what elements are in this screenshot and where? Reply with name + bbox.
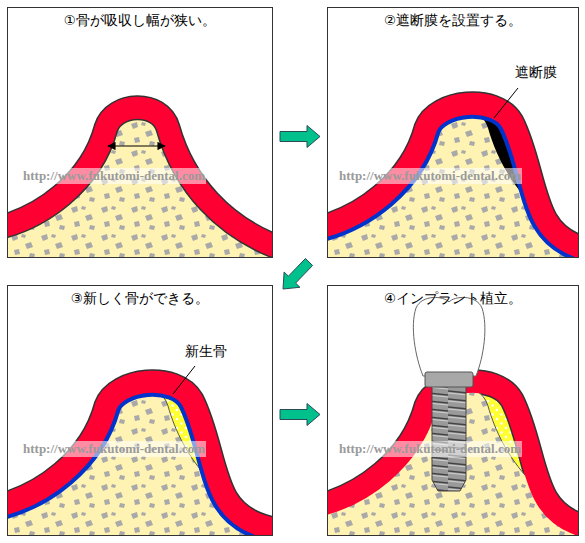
implant-illustration <box>328 286 578 535</box>
step-arrow <box>283 259 313 289</box>
step-caption: ④インプラント植立。 <box>328 286 578 306</box>
watermark: http://www.fukutomi-dental.com <box>338 168 522 184</box>
ridge-illustration <box>8 8 272 257</box>
membrane-illustration <box>328 8 578 257</box>
part-label: 遮断膜 <box>513 64 559 82</box>
step-arrow <box>280 126 320 148</box>
step-caption: ①骨が吸収し幅が狭い。 <box>8 8 272 28</box>
step-panel: ①骨が吸収し幅が狭い。 <box>7 7 273 258</box>
watermark: http://www.fukutomi-dental.com <box>22 441 206 457</box>
step-caption: ③新しく骨ができる。 <box>8 286 272 306</box>
step-panel: ④インプラント植立。 <box>327 285 579 536</box>
watermark: http://www.fukutomi-dental.com <box>22 168 206 184</box>
watermark: http://www.fukutomi-dental.com <box>338 441 522 457</box>
step-caption: ②遮断膜を設置する。 <box>328 8 578 28</box>
part-label: 新生骨 <box>183 343 229 361</box>
step-panel: ②遮断膜を設置する。 <box>327 7 579 258</box>
step-arrow <box>280 404 320 426</box>
step-panel: ③新しく骨ができる。 <box>7 285 273 536</box>
new-bone-illustration <box>8 286 272 535</box>
